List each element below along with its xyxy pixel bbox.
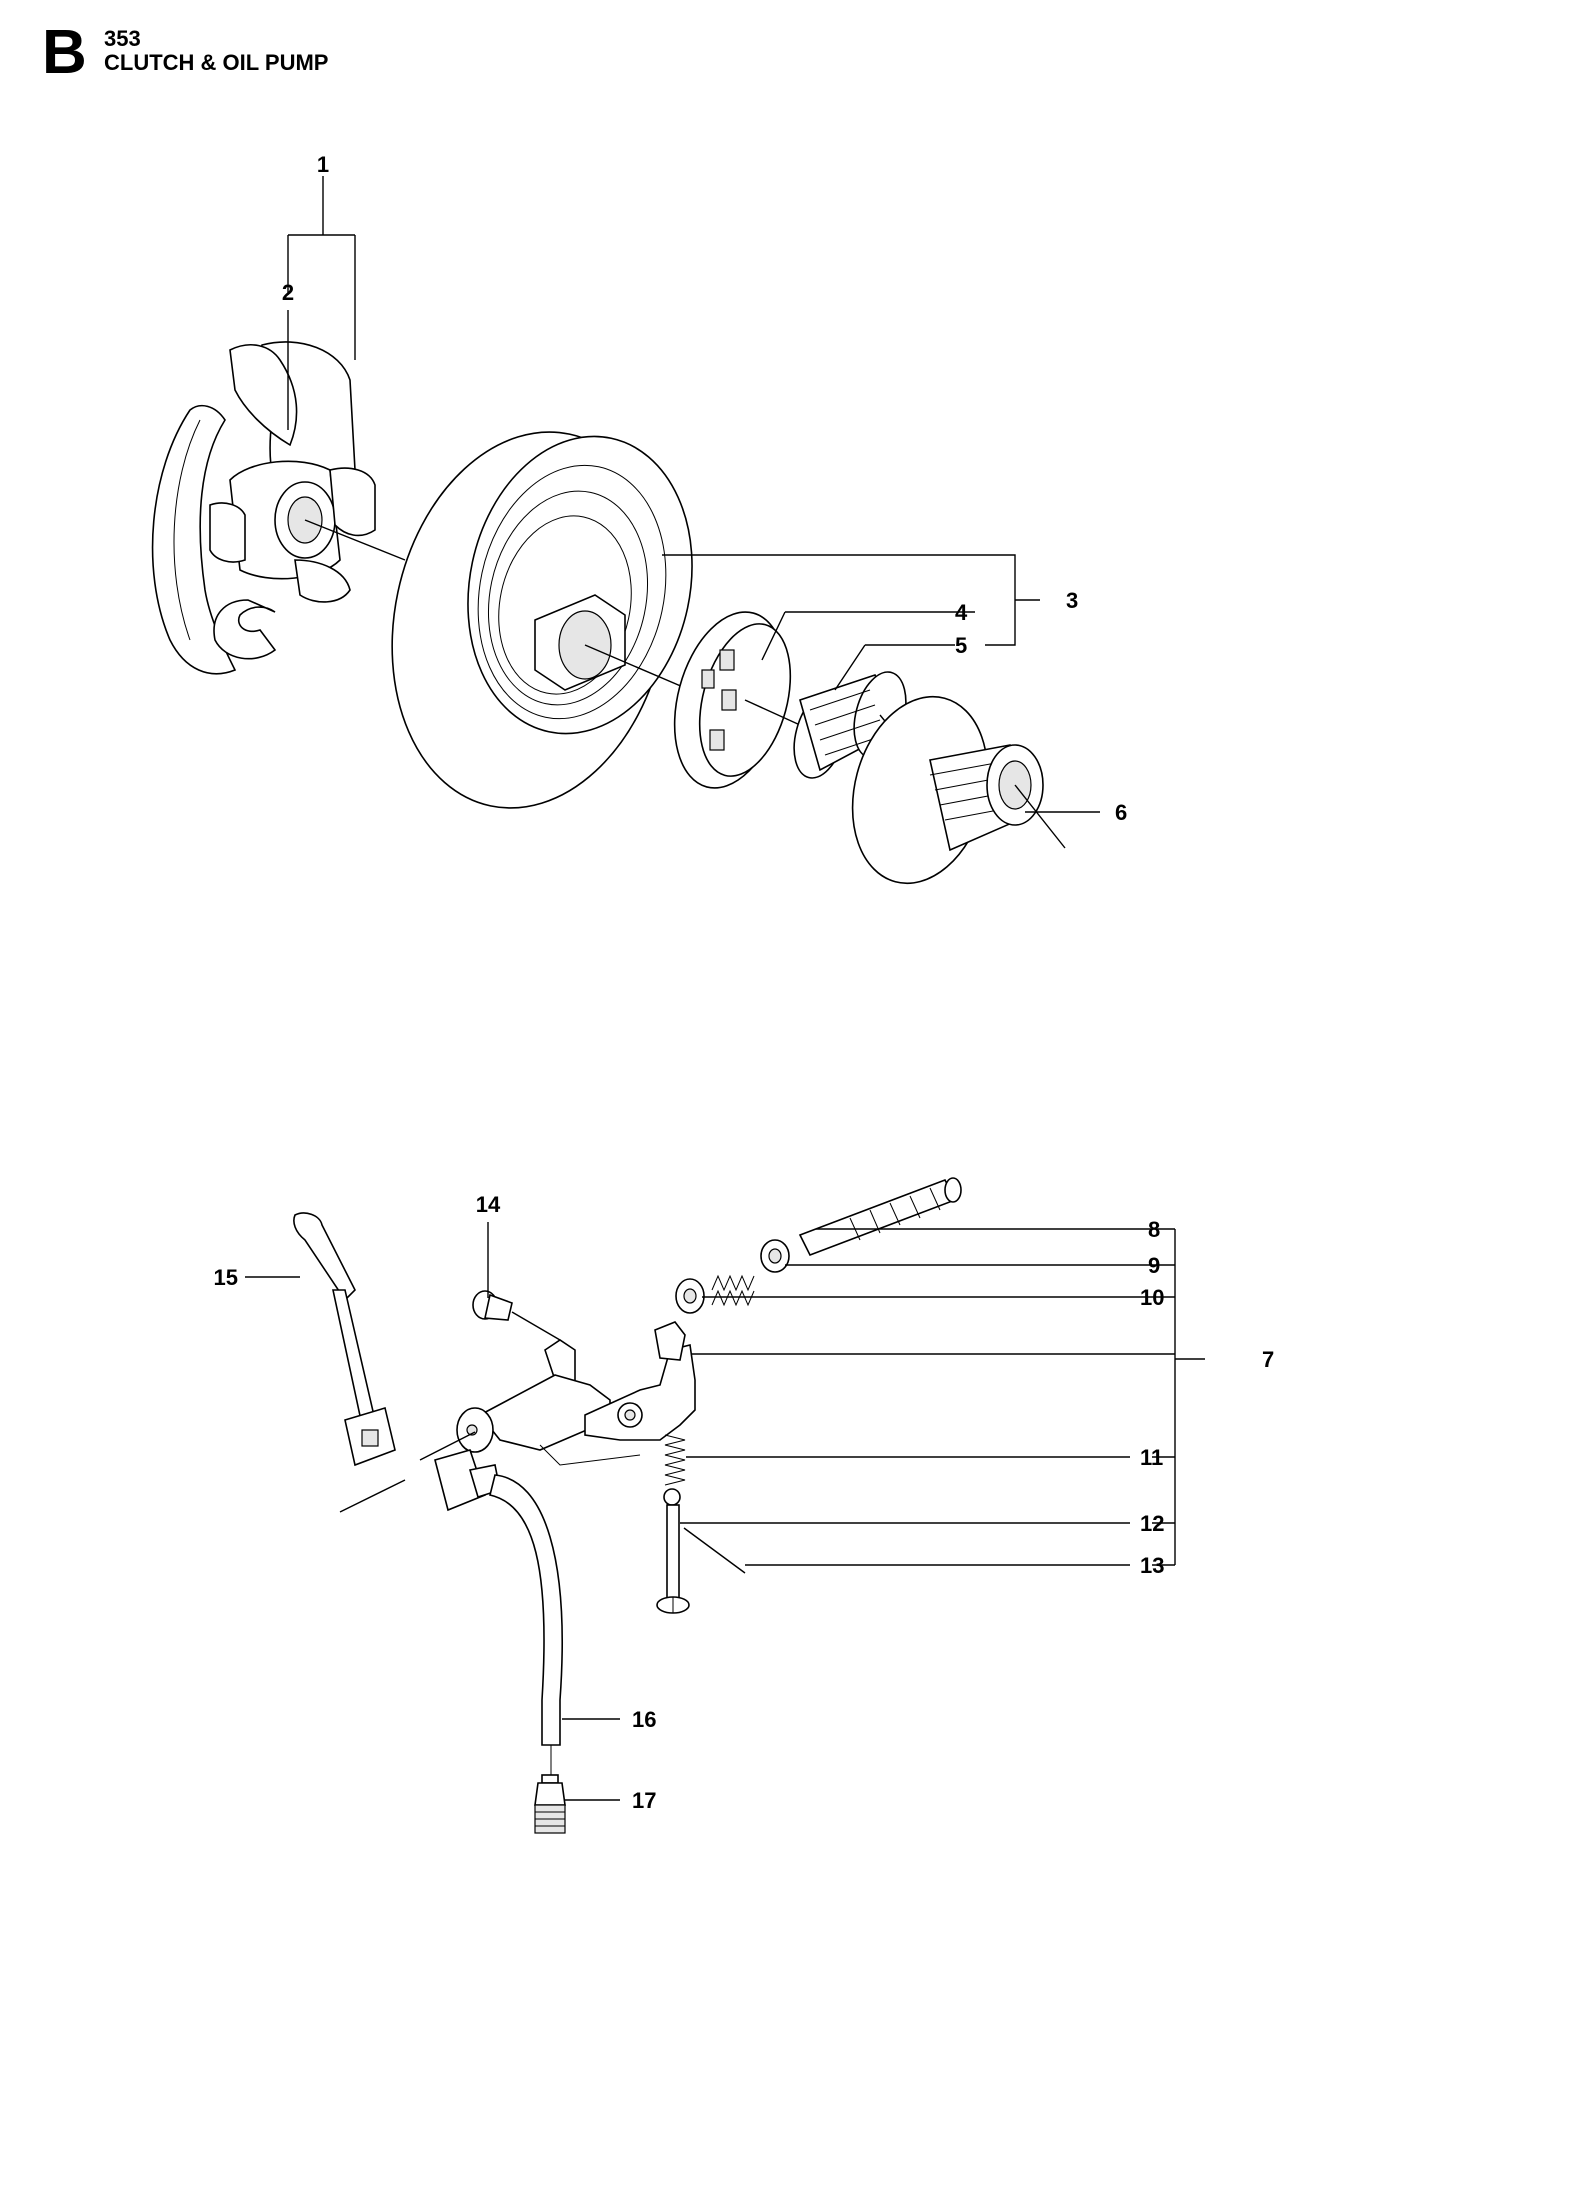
leader-1 [287, 176, 356, 360]
callout-2: 2 [282, 280, 294, 305]
callout-labels: 1 2 3 4 5 6 7 8 9 10 11 12 13 14 15 16 1… [214, 152, 1275, 1813]
callout-7: 7 [1262, 1347, 1274, 1372]
pump-piston-drawing [798, 1177, 962, 1257]
callout-12: 12 [1140, 1511, 1164, 1536]
leader-7-bracket [702, 1228, 1205, 1566]
page-title: CLUTCH & OIL PUMP [104, 50, 329, 75]
callout-9: 9 [1148, 1253, 1160, 1278]
spring-10-drawing [675, 1274, 755, 1314]
callout-17: 17 [632, 1788, 656, 1813]
callout-3: 3 [1066, 588, 1078, 613]
callout-13: 13 [1140, 1553, 1164, 1578]
leader-5 [834, 644, 955, 691]
clutch-shoe-drawing [151, 341, 406, 675]
callout-4: 4 [955, 600, 968, 625]
callout-5: 5 [955, 633, 967, 658]
callout-11: 11 [1140, 1445, 1163, 1470]
clutch-drum-drawing [391, 431, 693, 809]
callout-8: 8 [1148, 1217, 1160, 1242]
needle-bearing-drawing [793, 671, 926, 779]
callout-6: 6 [1115, 800, 1127, 825]
leader-4 [761, 611, 975, 661]
adjust-screw-drawing [656, 1488, 746, 1614]
callout-15: 15 [214, 1265, 238, 1290]
pump-housing-drawing [419, 1321, 696, 1466]
leader-3 [662, 554, 1040, 646]
section-letter: B [42, 18, 87, 87]
callout-16: 16 [632, 1707, 656, 1732]
callout-14: 14 [476, 1192, 501, 1217]
screw-drawing [472, 1290, 561, 1341]
oil-pump-assembly [245, 1177, 1205, 1834]
callout-1: 1 [317, 152, 329, 177]
clutch-assembly [151, 176, 1100, 885]
callout-10: 10 [1140, 1285, 1164, 1310]
spring-11-drawing [664, 1434, 686, 1486]
oil-hose-drawing [434, 1449, 566, 1834]
model-number: 353 [104, 26, 141, 51]
washer-drawing [851, 695, 1066, 885]
rim-sprocket-drawing [673, 611, 801, 789]
oil-pickup-lever-drawing [293, 1212, 406, 1513]
